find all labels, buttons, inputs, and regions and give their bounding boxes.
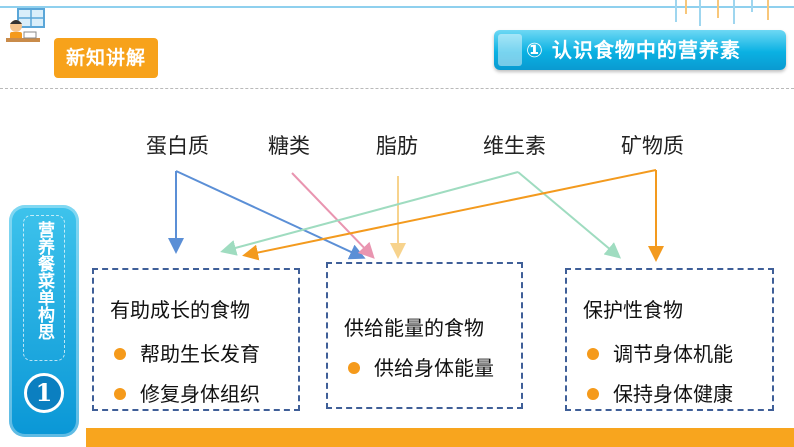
food-box-item-text: 供给身体能量 [374, 356, 494, 380]
new-knowledge-badge: 新知讲解 [54, 38, 158, 78]
food-box-title: 供给能量的食物 [344, 316, 484, 340]
bottom-bar [86, 428, 794, 447]
bullet-dot [587, 347, 599, 360]
header-divider [0, 88, 794, 89]
nutrient-protein: 蛋白质 [146, 134, 209, 158]
food-box-item: 帮助生长发育 [114, 338, 260, 367]
bullet-dot [114, 347, 126, 360]
food-box-energy: 供给能量的食物 供给身体能量 [326, 262, 523, 409]
decorative-bars [675, 0, 769, 26]
vitamin-arrow-growth [220, 171, 519, 256]
food-box-item-text: 帮助生长发育 [140, 342, 260, 366]
bullet-dot [348, 361, 360, 374]
nutrient-sugar: 糖类 [268, 134, 310, 158]
food-box-growth: 有助成长的食物 帮助生长发育 修复身体组织 [92, 268, 300, 411]
food-box-item-text: 修复身体组织 [140, 382, 260, 406]
protein-arrow-energy [175, 170, 366, 260]
bullet-dot [114, 387, 126, 400]
vitamin-arrow-protective [517, 171, 622, 259]
food-box-item: 调节身体机能 [587, 338, 733, 367]
food-box-item-text: 调节身体机能 [613, 342, 733, 366]
bullet-dot [587, 387, 599, 400]
student-reading-icon [6, 8, 45, 42]
side-tab: 营养餐菜单构思 1 [9, 205, 79, 437]
mineral-arrow-growth [242, 169, 657, 261]
nutrient-vitamin: 维生素 [483, 134, 546, 158]
food-box-item: 供给身体能量 [348, 352, 494, 381]
top-divider [0, 6, 794, 8]
food-box-title: 有助成长的食物 [110, 298, 250, 322]
nutrient-fat: 脂肪 [376, 134, 418, 158]
food-box-protective: 保护性食物 调节身体机能 保持身体健康 [565, 268, 774, 411]
food-box-item-text: 保持身体健康 [613, 382, 733, 406]
food-box-item: 保持身体健康 [587, 378, 733, 407]
side-tab-frame [23, 215, 65, 361]
food-box-title: 保护性食物 [583, 298, 683, 322]
nutrient-mineral: 矿物质 [621, 134, 684, 158]
sugar-arrow-energy [291, 172, 375, 259]
side-tab-label: 营养餐菜单构思 [34, 221, 54, 340]
section-title: ① 认识食物中的营养素 [494, 30, 786, 70]
food-box-item: 修复身体组织 [114, 378, 260, 407]
side-tab-number: 1 [24, 373, 64, 413]
